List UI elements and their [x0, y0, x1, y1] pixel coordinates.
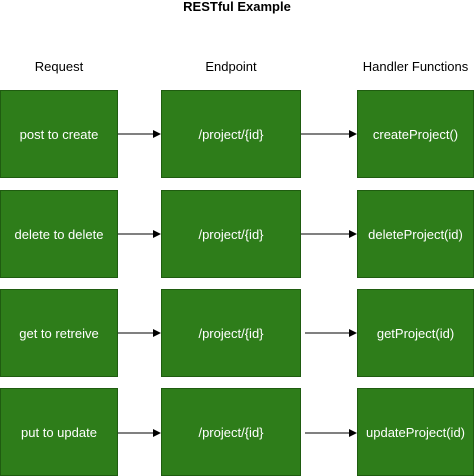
header-request: Request — [34, 59, 84, 74]
header-handler-functions: Handler Functions — [362, 59, 469, 74]
request-box-post: post to create — [0, 90, 118, 178]
header-endpoint: Endpoint — [205, 59, 257, 74]
endpoint-box-get: /project/{id} — [161, 289, 301, 377]
handler-box-update: updateProject(id) — [357, 388, 474, 476]
endpoint-box-put: /project/{id} — [161, 388, 301, 476]
endpoint-box-post: /project/{id} — [161, 90, 301, 178]
handler-box-delete: deleteProject(id) — [357, 190, 474, 278]
diagram-title: RESTful Example — [183, 0, 291, 14]
handler-box-create: createProject() — [357, 90, 474, 178]
request-box-put: put to update — [0, 388, 118, 476]
request-box-delete: delete to delete — [0, 190, 118, 278]
request-box-get: get to retreive — [0, 289, 118, 377]
endpoint-box-delete: /project/{id} — [161, 190, 301, 278]
handler-box-get: getProject(id) — [357, 289, 474, 377]
